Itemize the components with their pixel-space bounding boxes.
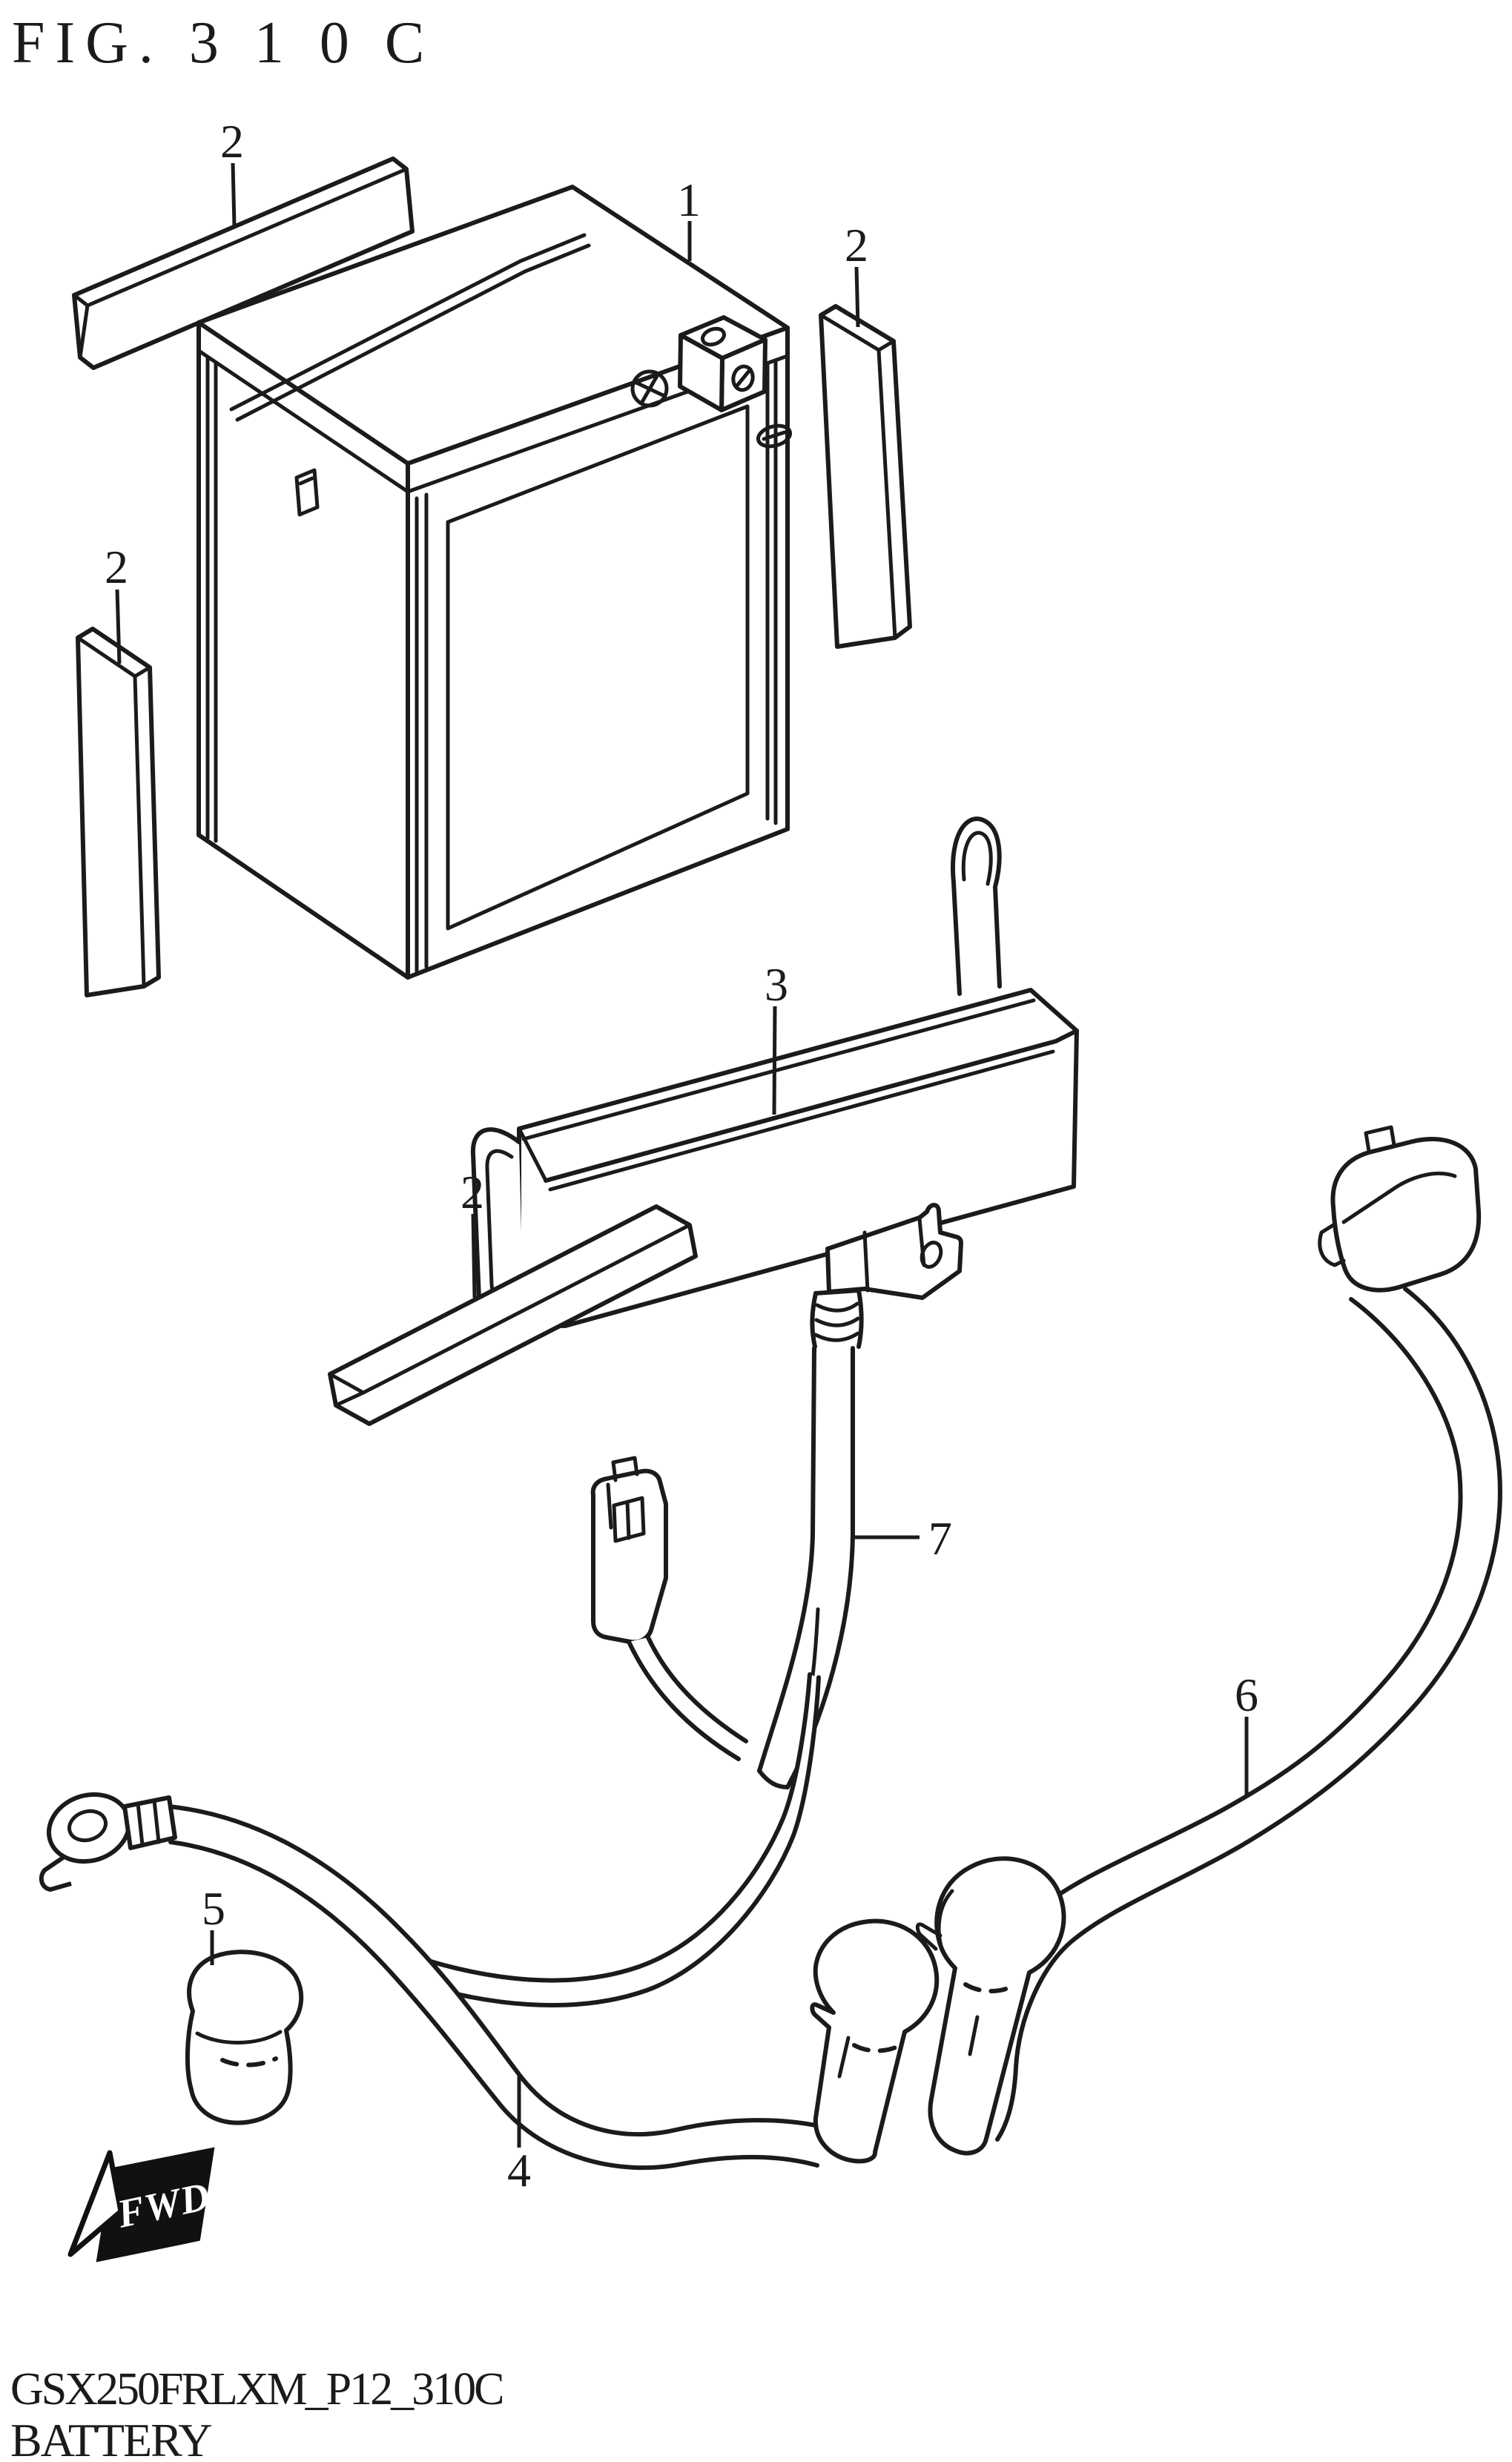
footer-code: GSX250FRLXM_P12_310C	[10, 2364, 502, 2415]
battery	[197, 185, 793, 980]
cushion-strip-right	[819, 304, 912, 649]
callout-wire-plus: 7	[928, 1512, 952, 1565]
callout-band: 3	[765, 958, 788, 1011]
callout-cushion-top: 2	[220, 115, 244, 168]
callout-terminal-cap: 5	[202, 1882, 225, 1935]
terminal-boot-right	[915, 1856, 1066, 2156]
callout-cushion-left: 2	[105, 541, 128, 593]
callout-wire-minus: 4	[507, 2144, 531, 2197]
footer-title: BATTERY	[10, 2414, 211, 2462]
terminal-boot-left	[810, 1918, 940, 2164]
connector	[590, 1456, 748, 1761]
cushion-strip-top	[72, 156, 415, 370]
cushion-strip-left	[76, 627, 161, 997]
figure-title: FIG. 3 1 0 C	[12, 10, 435, 76]
wire-cover-cap	[1318, 1125, 1482, 1293]
callout-wire-cover: 6	[1235, 1669, 1258, 1721]
cushion-strip-bottom	[328, 1204, 698, 1426]
callout-cushion-bottom: 2	[460, 1166, 484, 1218]
ring-terminal	[39, 1792, 177, 1892]
callout-battery: 1	[677, 174, 701, 226]
battery-terminal	[678, 315, 767, 412]
callout-cushion-right: 2	[845, 219, 868, 271]
terminal-cap	[185, 1950, 304, 2125]
bracket-terminal	[825, 1203, 963, 1300]
terminal-screw	[630, 369, 669, 408]
battery-minus-wire	[39, 1672, 825, 2171]
callout-leaders	[115, 162, 1249, 2148]
battery-wire-cover	[965, 1125, 1502, 2142]
fwd-arrow: FWD	[67, 2147, 215, 2263]
